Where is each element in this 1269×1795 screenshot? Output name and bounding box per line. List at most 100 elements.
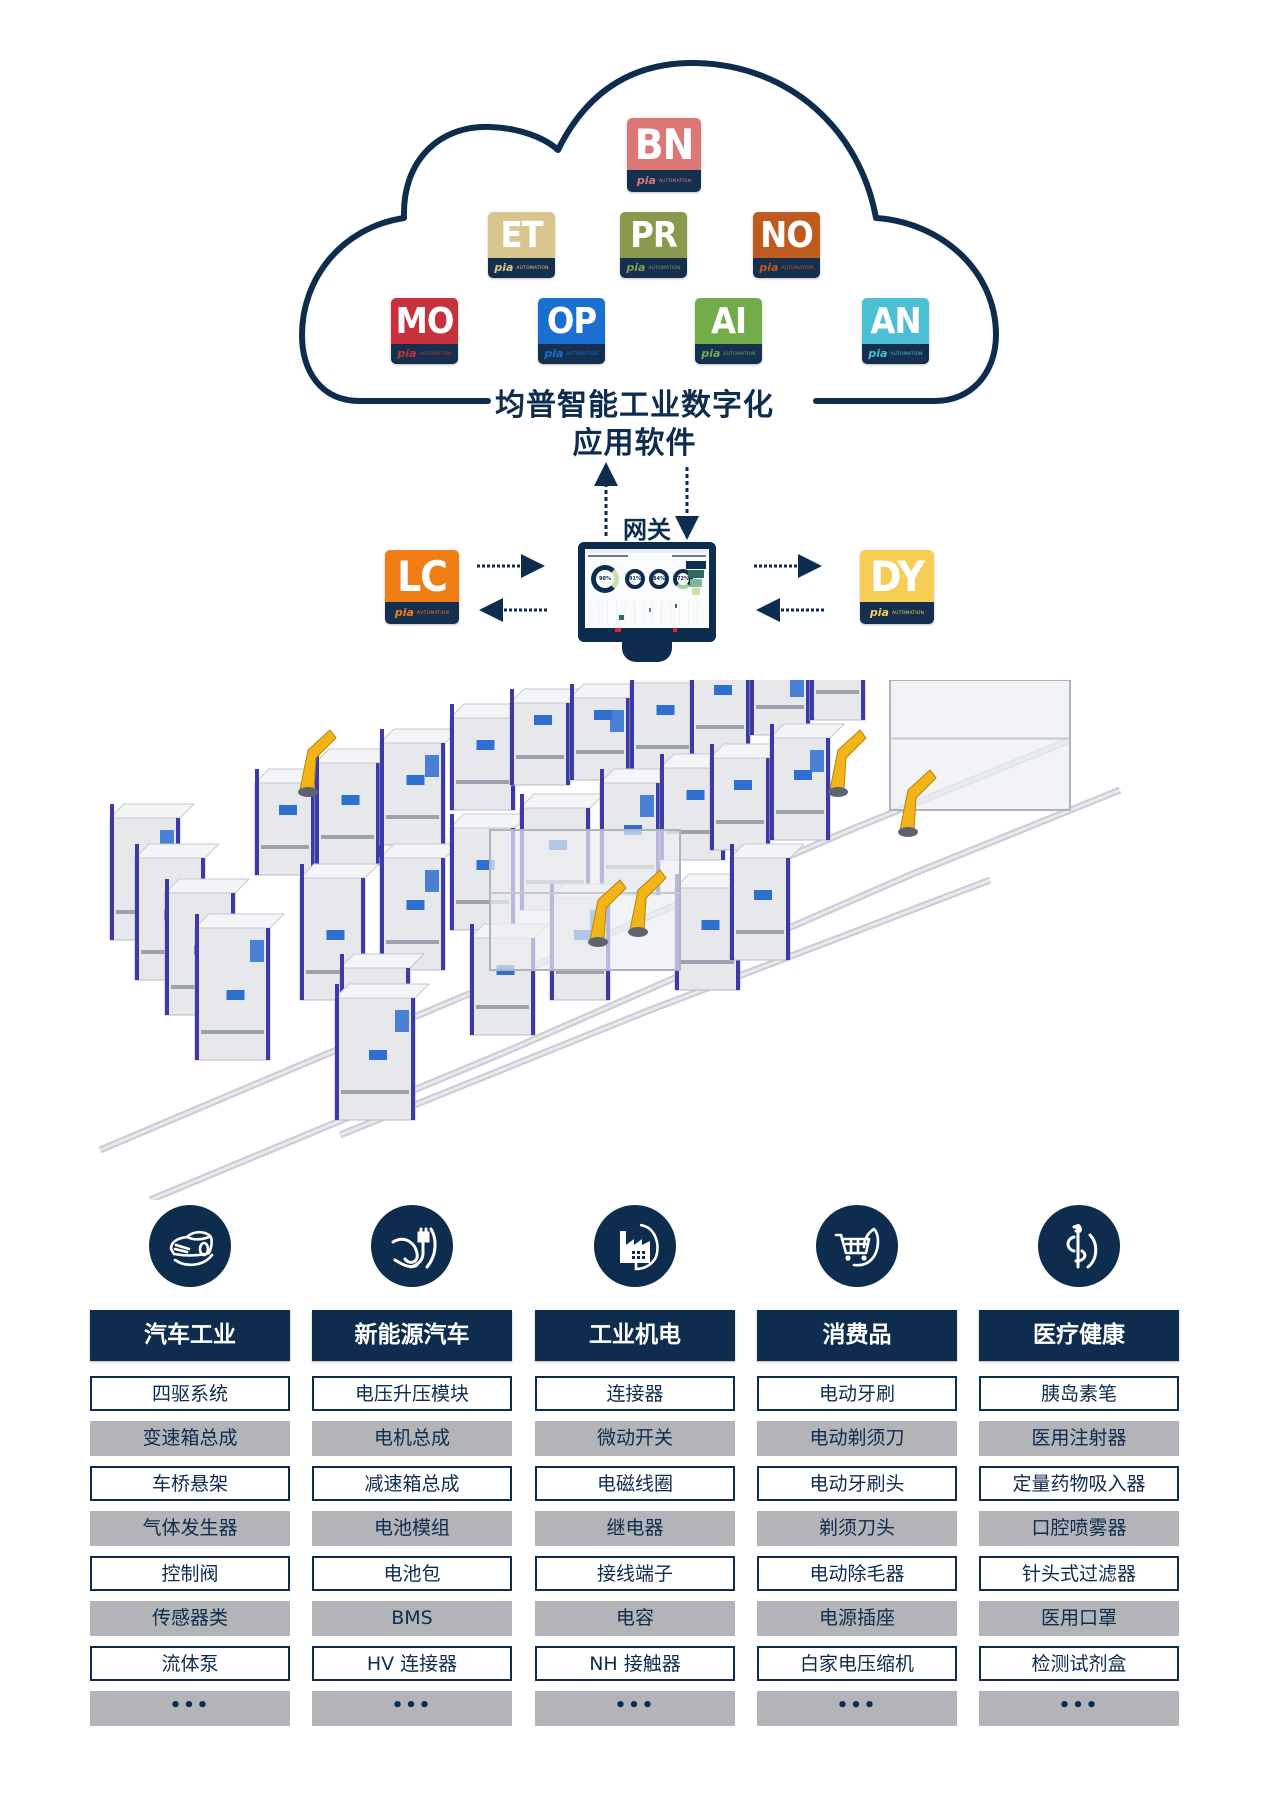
dashboard-screen: 98% 91% 84% 72% bbox=[585, 549, 709, 632]
pia-logo: pia AUTOMATION bbox=[391, 344, 458, 364]
brand-subtitle: AUTOMATION bbox=[658, 178, 692, 184]
cloud-title-line1: 均普智能工业数字化 bbox=[495, 388, 774, 423]
more-items: ••• bbox=[90, 1691, 290, 1726]
industry-item: 医用口罩 bbox=[979, 1601, 1179, 1636]
industry-item: 继电器 bbox=[535, 1511, 735, 1546]
pia-logo: pia AUTOMATION bbox=[860, 602, 934, 624]
app-code: PR bbox=[620, 212, 687, 258]
assembly-station bbox=[728, 843, 806, 961]
pia-logo: pia AUTOMATION bbox=[753, 258, 820, 278]
app-tile-lc[interactable]: LC pia AUTOMATION bbox=[385, 550, 459, 624]
app-code: OP bbox=[538, 298, 605, 344]
pia-logo: pia AUTOMATION bbox=[627, 170, 701, 192]
app-tile-ai[interactable]: AI pia AUTOMATION bbox=[695, 298, 762, 364]
industry-item: 电磁线圈 bbox=[535, 1466, 735, 1501]
brand-name: pia bbox=[626, 261, 646, 274]
brand-subtitle: AUTOMATION bbox=[419, 351, 452, 357]
dashboard-gauge: 84% bbox=[649, 569, 669, 589]
more-items: ••• bbox=[535, 1691, 735, 1726]
gateway-monitor: 98% 91% 84% 72% bbox=[578, 542, 716, 642]
gateway-label: 网关 bbox=[623, 516, 671, 544]
assembly-station bbox=[378, 728, 461, 846]
industry-item: 电池模组 bbox=[312, 1511, 512, 1546]
pia-logo: pia AUTOMATION bbox=[862, 344, 929, 364]
industry-item: 气体发生器 bbox=[90, 1511, 290, 1546]
app-tile-no[interactable]: NO pia AUTOMATION bbox=[753, 212, 820, 278]
assembly-station bbox=[508, 688, 586, 786]
pia-logo: pia AUTOMATION bbox=[538, 344, 605, 364]
app-code: DY bbox=[860, 550, 934, 602]
app-tile-bn[interactable]: BN pia AUTOMATION bbox=[627, 118, 701, 192]
dashboard-gauge: 98% bbox=[591, 565, 619, 593]
assembly-station bbox=[689, 680, 751, 756]
brand-subtitle: AUTOMATION bbox=[891, 610, 925, 616]
industry-header: 消费品 bbox=[757, 1310, 957, 1361]
brand-name: pia bbox=[397, 347, 417, 360]
industry-item: 微动开关 bbox=[535, 1421, 735, 1456]
app-tile-op[interactable]: OP pia AUTOMATION bbox=[538, 298, 605, 364]
assembly-station bbox=[568, 683, 646, 781]
robot-cell bbox=[489, 829, 681, 971]
brand-name: pia bbox=[869, 606, 889, 619]
industry-item: 电机总成 bbox=[312, 1421, 512, 1456]
industry-item: 接线端子 bbox=[535, 1556, 735, 1591]
industry-item: 医用注射器 bbox=[979, 1421, 1179, 1456]
brand-name: pia bbox=[544, 347, 564, 360]
pia-logo: pia AUTOMATION bbox=[385, 602, 459, 624]
assembly-station bbox=[378, 843, 461, 971]
robot-arm bbox=[828, 729, 867, 797]
industry-item: 电动牙刷 bbox=[757, 1376, 957, 1411]
medical-icon bbox=[1038, 1205, 1120, 1287]
app-code: LC bbox=[385, 550, 459, 602]
industry-header: 医疗健康 bbox=[979, 1310, 1179, 1361]
industry-item: 电压升压模块 bbox=[312, 1376, 512, 1411]
assembly-station bbox=[708, 743, 786, 851]
assembly-station bbox=[768, 723, 846, 841]
more-items: ••• bbox=[757, 1691, 957, 1726]
industry-item: 电容 bbox=[535, 1601, 735, 1636]
dashboard-funnel bbox=[686, 561, 706, 595]
cloud-title-line2: 应用软件 bbox=[572, 426, 697, 461]
brand-name: pia bbox=[494, 261, 514, 274]
app-tile-mo[interactable]: MO pia AUTOMATION bbox=[391, 298, 458, 364]
industry-header: 汽车工业 bbox=[90, 1310, 290, 1361]
industry-item: 针头式过滤器 bbox=[979, 1556, 1179, 1591]
industry-item: 流体泵 bbox=[90, 1646, 290, 1681]
industry-item: 控制阀 bbox=[90, 1556, 290, 1591]
industry-item: 电池包 bbox=[312, 1556, 512, 1591]
app-tile-et[interactable]: ET pia AUTOMATION bbox=[488, 212, 555, 278]
industry-item: 检测试剂盒 bbox=[979, 1646, 1179, 1681]
industry-item: 减速箱总成 bbox=[312, 1466, 512, 1501]
conveyor-rail-highlight bbox=[339, 878, 991, 1137]
more-items: ••• bbox=[312, 1691, 512, 1726]
robot-arm bbox=[898, 769, 937, 837]
industry-item: 胰岛素笔 bbox=[979, 1376, 1179, 1411]
industry-item: 四驱系统 bbox=[90, 1376, 290, 1411]
industry-item: 电动剃须刀 bbox=[757, 1421, 957, 1456]
assembly-station bbox=[809, 680, 866, 721]
cloud-outline bbox=[299, 59, 999, 404]
brand-subtitle: AUTOMATION bbox=[566, 351, 599, 357]
robot-arm bbox=[628, 869, 667, 937]
production-line-illustration bbox=[98, 680, 1122, 1200]
brand-name: pia bbox=[701, 347, 721, 360]
brand-name: pia bbox=[759, 261, 779, 274]
robot-arm bbox=[298, 729, 337, 797]
app-code: AI bbox=[695, 298, 762, 344]
industry-item: 口腔喷雾器 bbox=[979, 1511, 1179, 1546]
brand-name: pia bbox=[868, 347, 888, 360]
app-tile-pr[interactable]: PR pia AUTOMATION bbox=[620, 212, 687, 278]
app-tile-an[interactable]: AN pia AUTOMATION bbox=[862, 298, 929, 364]
app-code: NO bbox=[753, 212, 820, 258]
app-code: MO bbox=[391, 298, 458, 344]
dashboard-chart bbox=[589, 601, 705, 626]
brand-name: pia bbox=[636, 174, 656, 187]
app-tile-dy[interactable]: DY pia AUTOMATION bbox=[860, 550, 934, 624]
pia-logo: pia AUTOMATION bbox=[488, 258, 555, 278]
robot-arm bbox=[588, 879, 627, 947]
industry-item: 电源插座 bbox=[757, 1601, 957, 1636]
assembly-station bbox=[298, 863, 381, 1001]
industry-item: NH 接触器 bbox=[535, 1646, 735, 1681]
brand-subtitle: AUTOMATION bbox=[648, 265, 681, 271]
industry-item: 变速箱总成 bbox=[90, 1421, 290, 1456]
